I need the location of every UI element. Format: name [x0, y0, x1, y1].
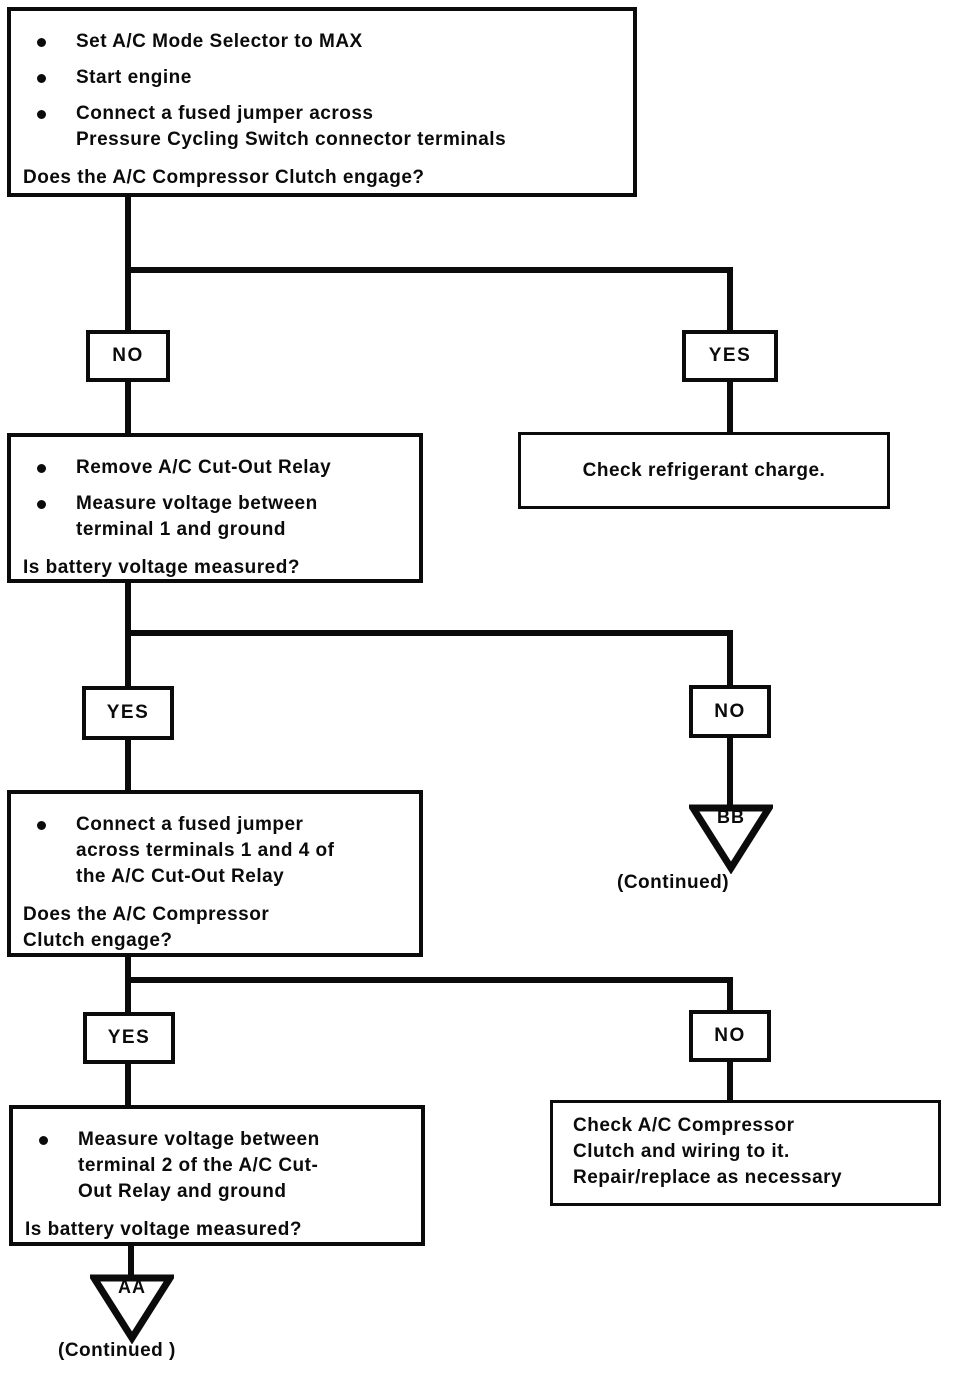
- aa-connector: AA: [87, 1274, 177, 1345]
- bullet-icon: [37, 38, 46, 47]
- step4-bullet-1: Measure voltage between terminal 2 of th…: [78, 1129, 320, 1202]
- step4-box: Measure voltage between terminal 2 of th…: [9, 1105, 425, 1246]
- step1-bullet-2: Start engine: [76, 67, 192, 88]
- bullet-icon: [37, 500, 46, 509]
- step4-bullet-row-1: Measure voltage between terminal 2 of th…: [39, 1127, 411, 1205]
- connector-line: [125, 382, 131, 433]
- step3-bullet-row-1: Connect a fused jumper across terminals …: [37, 812, 409, 890]
- step2-box: Remove A/C Cut-Out Relay Measure voltage…: [7, 433, 423, 583]
- step3-bullet-1: Connect a fused jumper across terminals …: [76, 814, 335, 887]
- connector-line: [125, 196, 131, 332]
- check-refrigerant-box: Check refrigerant charge.: [518, 432, 890, 509]
- step2-bullet-1: Remove A/C Cut-Out Relay: [76, 457, 332, 478]
- bb-continued-text: (Continued): [617, 872, 730, 893]
- step2-bullet-row-1: Remove A/C Cut-Out Relay: [37, 455, 409, 481]
- connector-line: [128, 1245, 134, 1281]
- step2-bullet-row-2: Measure voltage between terminal 1 and g…: [37, 491, 409, 543]
- bullet-icon: [39, 1136, 48, 1145]
- bullet-icon: [37, 74, 46, 83]
- bb-connector-label: BB: [717, 807, 745, 827]
- branch2-yes-box: YES: [82, 686, 174, 740]
- branch3-yes-box: YES: [83, 1012, 175, 1064]
- connector-line: [125, 630, 733, 636]
- down-triangle-icon: [686, 804, 776, 875]
- connector-line: [125, 740, 131, 790]
- step1-bullet-row-2: Start engine: [37, 65, 623, 91]
- step3-question: Does the A/C Compressor Clutch engage?: [23, 904, 270, 951]
- connector-line: [727, 977, 733, 1010]
- bullet-icon: [37, 110, 46, 119]
- step1-bullet-row-3: Connect a fused jumper across Pressure C…: [37, 101, 623, 153]
- step1-bullet-3: Connect a fused jumper across Pressure C…: [76, 103, 507, 150]
- branch1-yes-box: YES: [682, 330, 778, 382]
- step1-question: Does the A/C Compressor Clutch engage?: [23, 167, 425, 188]
- connector-line: [125, 977, 733, 983]
- connector-line: [727, 1062, 733, 1100]
- branch1-no-box: NO: [86, 330, 170, 382]
- branch3-no-box: NO: [689, 1010, 771, 1062]
- connector-line: [125, 957, 131, 1012]
- step3-box: Connect a fused jumper across terminals …: [7, 790, 423, 957]
- connector-line: [727, 267, 733, 330]
- step2-bullet-2: Measure voltage between terminal 1 and g…: [76, 493, 318, 540]
- bb-connector: BB: [686, 804, 776, 875]
- step2-question: Is battery voltage measured?: [23, 557, 300, 578]
- connector-line: [125, 1063, 131, 1105]
- aa-continued-text: (Continued ): [58, 1340, 176, 1361]
- step1-bullet-1: Set A/C Mode Selector to MAX: [76, 31, 363, 52]
- step4-question: Is battery voltage measured?: [25, 1219, 302, 1240]
- bullet-icon: [37, 821, 46, 830]
- bullet-icon: [37, 464, 46, 473]
- branch2-no-box: NO: [689, 685, 771, 738]
- aa-connector-label: AA: [118, 1277, 146, 1297]
- connector-line: [727, 382, 733, 432]
- connector-line: [125, 267, 733, 273]
- connector-line: [727, 630, 733, 685]
- connector-line: [727, 738, 733, 808]
- check-clutch-box: Check A/C Compressor Clutch and wiring t…: [550, 1100, 941, 1206]
- step1-bullet-row-1: Set A/C Mode Selector to MAX: [37, 29, 623, 55]
- step1-box: Set A/C Mode Selector to MAX Start engin…: [7, 7, 637, 197]
- down-triangle-icon: [87, 1274, 177, 1345]
